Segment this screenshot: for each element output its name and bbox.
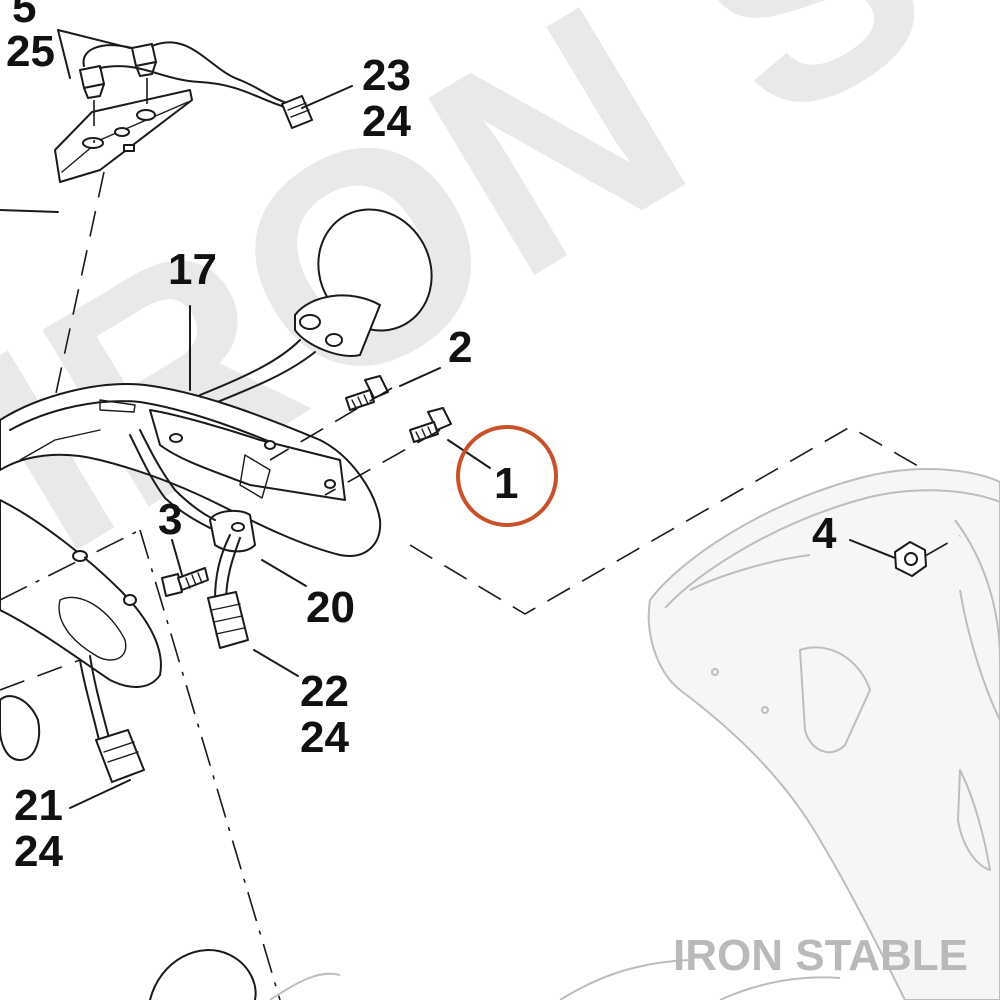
turn-signal-lamp: [199, 208, 433, 406]
alignment-line-left: [0, 529, 141, 601]
alignment-line-bolt2: [269, 387, 393, 461]
callout-1: 1: [494, 459, 518, 508]
alignment-line-bolt1: [324, 429, 441, 496]
callout-5: 5: [12, 0, 36, 32]
callout-24: 24: [362, 97, 411, 146]
license-light-bracket: [47, 41, 313, 431]
rear-fender-ghost: [269, 468, 1000, 1000]
assembly-boundary-line: [409, 426, 926, 615]
leader-line-frame: [0, 209, 59, 213]
lens-ghost: [149, 949, 257, 1000]
alignment-line-lower: [0, 659, 81, 691]
alignment-line-vertical: [139, 529, 281, 1000]
nut-part-4: [894, 541, 927, 577]
alignment-line-nut4: [924, 535, 961, 557]
callout-22: 22: [300, 667, 349, 716]
callout-25: 25: [6, 27, 55, 76]
watermark-corner: IRON STABLE: [673, 931, 968, 980]
callout-4: 4: [812, 509, 837, 558]
callout-20: 20: [306, 583, 355, 632]
callout-21: 21: [14, 781, 63, 830]
callout-24: 24: [300, 713, 349, 762]
callout-24: 24: [14, 827, 63, 876]
tail-light-housing: [0, 383, 382, 783]
bolt-part-3: [161, 567, 209, 597]
bolt-part-2: [345, 375, 389, 411]
callout-23: 23: [362, 51, 411, 100]
highlight-circle: [456, 425, 558, 527]
callout-3: 3: [158, 495, 182, 544]
leader-lines: [57, 29, 896, 809]
callout-17: 17: [168, 245, 217, 294]
callout-2: 2: [448, 323, 472, 372]
